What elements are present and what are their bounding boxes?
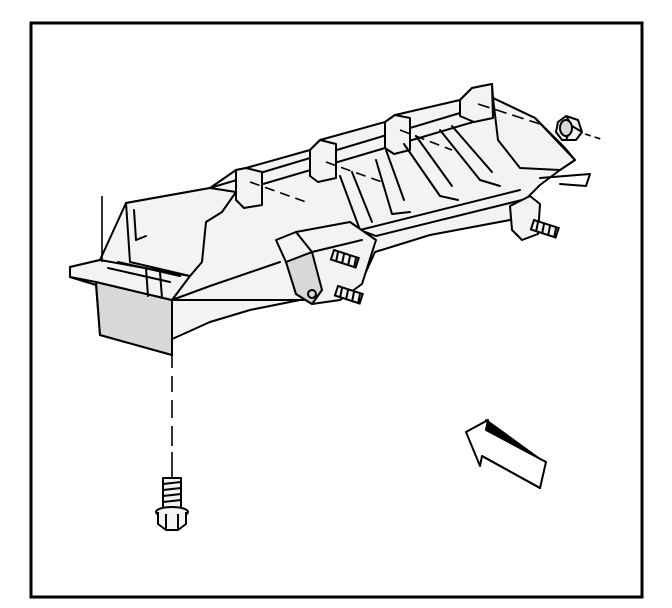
stud-right — [529, 218, 560, 239]
alignment-lines — [101, 103, 605, 478]
bracket-assembly — [69, 83, 591, 356]
front-direction-arrow — [465, 419, 547, 489]
bolt — [155, 477, 189, 531]
diagram-frame — [29, 21, 644, 599]
stud-upper-left — [329, 248, 360, 269]
stud-lower-left — [333, 284, 364, 305]
nut — [555, 115, 583, 141]
